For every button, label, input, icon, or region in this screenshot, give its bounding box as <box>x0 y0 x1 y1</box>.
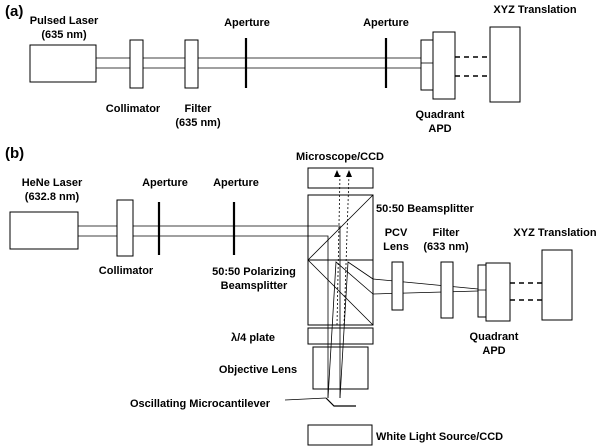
collimator-b-label: Collimator <box>99 265 154 277</box>
hene-laser-label-line2: (632.8 nm) <box>25 191 80 203</box>
collimator-a-label: Collimator <box>106 103 161 115</box>
quadrant-apd-a-body <box>432 31 456 100</box>
pulsed-laser-label-line2: (635 nm) <box>41 29 87 41</box>
filter-a <box>184 39 199 89</box>
polarizing-beamsplitter-diagonal <box>307 259 374 326</box>
microcantilever-label: Oscillating Microcantilever <box>130 398 271 410</box>
beam-b-imaging-1 <box>336 173 341 326</box>
pcv-lens-label-line1: PCV <box>385 227 408 239</box>
aperture-b-1-label: Aperture <box>142 177 188 189</box>
beam-b-imaging-2 <box>343 173 350 326</box>
quadrant-apd-a-label-line1: Quadrant <box>416 109 465 121</box>
xyz-translation-stage-b <box>541 249 573 321</box>
quarter-wave-plate-label: λ/4 plate <box>231 332 275 344</box>
aperture-b-2-label: Aperture <box>213 177 259 189</box>
microcantilever-leader <box>284 397 327 401</box>
filter-a-label-line1: Filter <box>185 103 213 115</box>
white-light-source-label: White Light Source/CCD <box>376 431 503 443</box>
quarter-wave-plate <box>307 327 374 345</box>
white-light-source-box <box>307 424 373 446</box>
pulsed-laser-box <box>29 44 97 83</box>
imaging-arrow-1 <box>334 170 340 177</box>
beamsplitter-5050-label: 50:50 Beamsplitter <box>376 203 475 215</box>
filter-a-label-line2: (635 nm) <box>175 117 221 129</box>
aperture-a-1-label: Aperture <box>224 17 270 29</box>
pcv-lens <box>391 261 404 311</box>
panel-b: (b) HeNe Laser (632.8 nm) Collimator Ape… <box>5 145 597 446</box>
pulsed-laser-label-line1: Pulsed Laser <box>30 15 99 27</box>
xyz-translation-stage-a <box>489 26 521 103</box>
aperture-a-2-label: Aperture <box>363 17 409 29</box>
quadrant-apd-a-front <box>420 39 434 91</box>
polarizing-beamsplitter-label-line1: 50:50 Polarizing <box>212 266 296 278</box>
polarizing-beamsplitter-label-line2: Beamsplitter <box>221 280 288 292</box>
hene-laser-box <box>9 211 79 250</box>
quadrant-apd-b-label-line1: Quadrant <box>470 331 519 343</box>
quadrant-apd-b-front <box>477 264 487 318</box>
microscope-ccd-box <box>307 167 374 189</box>
beam-b-down-2 <box>308 235 329 398</box>
collimator-b <box>116 199 134 257</box>
quadrant-apd-a-label-line2: APD <box>428 123 451 135</box>
collimator-a <box>129 39 144 89</box>
quadrant-apd-b-body <box>485 262 511 322</box>
pcv-lens-label-line2: Lens <box>383 241 409 253</box>
beam-b-down-1 <box>308 225 341 398</box>
beam-b-return-1 <box>339 261 374 399</box>
beamsplitter-5050-diagonal <box>307 194 374 261</box>
filter-b <box>440 261 454 319</box>
xyz-translation-a-label: XYZ Translation <box>493 4 576 16</box>
panel-a: (a) Pulsed Laser (635 nm) Collimator Fil… <box>5 3 577 135</box>
filter-b-label-line1: Filter <box>433 227 461 239</box>
microscope-ccd-label: Microscope/CCD <box>296 151 384 163</box>
objective-lens-label: Objective Lens <box>219 364 297 376</box>
hene-laser-label-line1: HeNe Laser <box>22 177 83 189</box>
imaging-arrow-2 <box>346 170 352 177</box>
beam-b-out-lower <box>372 290 479 295</box>
filter-b-label-line2: (633 nm) <box>423 241 469 253</box>
xyz-translation-b-label: XYZ Translation <box>513 227 596 239</box>
beam-b-return-2 <box>327 261 374 399</box>
beam-b-out-upper <box>372 278 479 290</box>
microcantilever <box>325 397 356 407</box>
panel-b-tag: (b) <box>5 145 24 162</box>
panel-a-tag: (a) <box>5 3 23 20</box>
quadrant-apd-b-label-line2: APD <box>482 345 505 357</box>
